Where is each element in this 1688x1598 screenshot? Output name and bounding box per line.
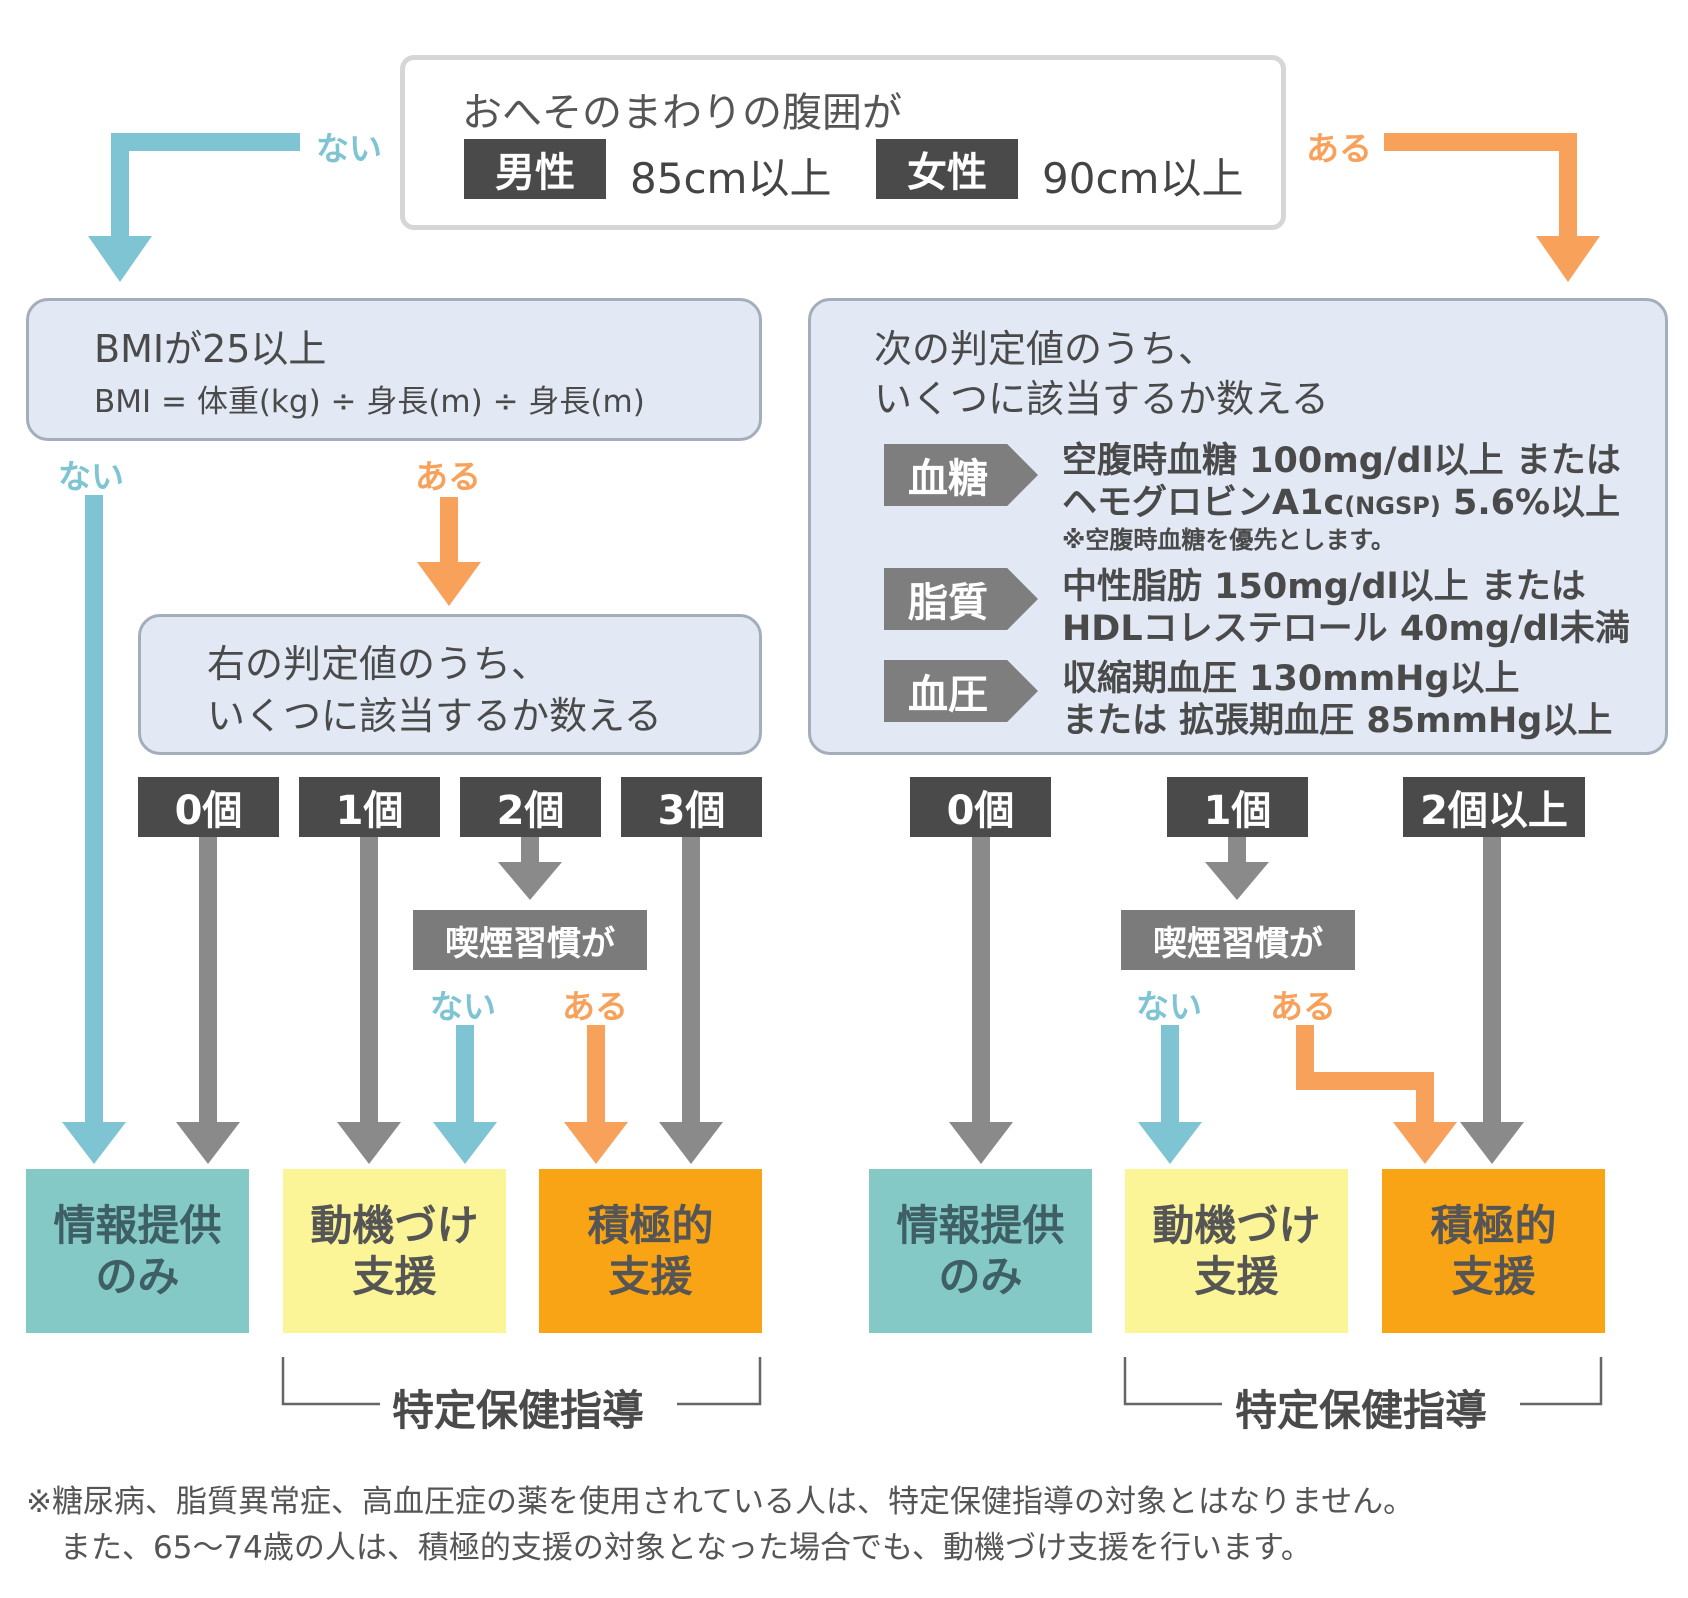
arrow-top-no — [111, 133, 300, 238]
male-tag: 男性 — [464, 139, 606, 199]
arrow-right-0-head — [949, 1122, 1013, 1164]
right-outcome-motivation: 動機づけ 支援 — [1125, 1169, 1348, 1333]
arrow-left-2-head — [498, 862, 562, 900]
bmi-yes-label: ある — [415, 457, 481, 496]
criteria-bp-line2: または 拡張期血圧 85mmHg以上 — [1062, 701, 1613, 741]
arrow-right-2plus-head — [1460, 1122, 1524, 1164]
arrow-bmi-no-head — [62, 1122, 126, 1164]
left-count-1: 1個 — [299, 777, 440, 837]
criteria-tag-glucose: 血糖 — [884, 444, 1038, 506]
left-count-line2: いくつに該当するか数える — [207, 694, 662, 738]
waist-title: おへそのまわりの腹囲が — [462, 90, 902, 136]
bracket-right — [1123, 1357, 1222, 1406]
criteria-glucose-line2-c: 5.6%以上 — [1440, 483, 1621, 523]
right-smoke-box: 喫煙習慣が — [1121, 910, 1355, 970]
outcome-motiv-line2: 支援 — [352, 1252, 437, 1301]
criteria-glucose-line1: 空腹時血糖 100mg/dl以上 または — [1062, 441, 1621, 481]
outcome-info-line2: のみ — [95, 1252, 180, 1301]
female-tag: 女性 — [876, 139, 1018, 199]
outcome-motiv-line1-right: 動機づけ — [1152, 1200, 1321, 1250]
female-value: 90cm以上 — [1042, 154, 1244, 203]
left-count-2: 2個 — [460, 777, 601, 837]
footnote-line2: また、65〜74歳の人は、積極的支援の対象となった場合でも、動機づけ支援を行いま… — [60, 1530, 1312, 1566]
male-value: 85cm以上 — [630, 154, 832, 203]
criteria-tag-lipid: 脂質 — [884, 568, 1038, 630]
top-yes-label: ある — [1306, 129, 1372, 168]
criteria-lipid-line1: 中性脂肪 150mg/dl以上 または — [1062, 567, 1586, 607]
criteria-tag-blood-pressure: 血圧 — [884, 660, 1038, 722]
outcome-info-line1: 情報提供 — [53, 1200, 222, 1250]
bmi-no-label: ない — [58, 457, 124, 496]
right-count-2plus: 2個以上 — [1403, 777, 1585, 837]
arrow-right-smoke-yes — [1296, 1025, 1434, 1125]
outcome-info-line1-right: 情報提供 — [896, 1200, 1065, 1250]
left-count-box — [138, 614, 762, 755]
arrow-right-1-head — [1205, 862, 1269, 900]
criteria-glucose-note: ※空腹時血糖を優先とします。 — [1062, 526, 1395, 554]
bmi-title: BMIが25以上 — [94, 327, 327, 371]
arrow-left-3-head — [659, 1122, 723, 1164]
right-count-line1: 次の判定値のうち、 — [874, 327, 1217, 371]
top-no-label: ない — [316, 129, 382, 168]
outcome-active-line2-right: 支援 — [1451, 1252, 1536, 1301]
arrow-right-smoke-yes-head — [1393, 1122, 1457, 1164]
arrow-top-yes-head — [1536, 236, 1600, 282]
arrow-left-0-head — [176, 1122, 240, 1164]
right-outcome-info-only: 情報提供 のみ — [869, 1169, 1092, 1333]
criteria-bp-line1: 収縮期血圧 130mmHg以上 — [1062, 659, 1520, 699]
left-count-0: 0個 — [138, 777, 279, 837]
right-count-1: 1個 — [1167, 777, 1308, 837]
right-count-0: 0個 — [910, 777, 1051, 837]
outcome-motiv-line2-right: 支援 — [1194, 1252, 1279, 1301]
bmi-box — [26, 298, 762, 441]
left-outcome-active: 積極的 支援 — [539, 1169, 762, 1333]
bracket-left-end — [677, 1357, 762, 1406]
footnote-line1: ※糖尿病、脂質異常症、高血圧症の薬を使用されている人は、特定保健指導の対象とはな… — [26, 1484, 1415, 1520]
left-outcome-info-only: 情報提供 のみ — [26, 1169, 249, 1333]
right-smoke-no-label: ない — [1136, 987, 1202, 1026]
arrow-top-yes — [1384, 133, 1577, 238]
bracket-left — [281, 1357, 380, 1406]
outcome-motiv-line1: 動機づけ — [310, 1200, 479, 1250]
criteria-glucose-line2-a: ヘモグロビンA1c — [1062, 483, 1345, 523]
arrow-left-smoke-yes-head — [564, 1122, 628, 1164]
right-count-line2: いくつに該当するか数える — [874, 377, 1329, 421]
arrow-bmi-yes-head — [417, 562, 481, 606]
arrow-left-smoke-no-head — [433, 1122, 497, 1164]
bmi-formula: BMI = 体重(kg) ÷ 身長(m) ÷ 身長(m) — [94, 384, 645, 420]
left-smoke-box: 喫煙習慣が — [413, 910, 647, 970]
outcome-active-line2: 支援 — [608, 1252, 693, 1301]
left-smoke-no-label: ない — [430, 987, 496, 1026]
right-smoke-yes-label: ある — [1270, 987, 1336, 1026]
arrow-left-1-head — [337, 1122, 401, 1164]
group-label-right: 特定保健指導 — [1235, 1386, 1488, 1435]
arrow-right-smoke-no-head — [1138, 1122, 1202, 1164]
outcome-active-line1: 積極的 — [587, 1200, 714, 1250]
left-count-line1: 右の判定値のうち、 — [207, 642, 550, 686]
group-label-left: 特定保健指導 — [392, 1386, 645, 1435]
left-outcome-motivation: 動機づけ 支援 — [283, 1169, 506, 1333]
left-smoke-yes-label: ある — [562, 987, 628, 1026]
outcome-active-line1-right: 積極的 — [1430, 1200, 1557, 1250]
left-count-3: 3個 — [621, 777, 762, 837]
criteria-glucose-line2-b: (NGSP) — [1344, 492, 1441, 520]
criteria-lipid-line2: HDLコレステロール 40mg/dl未満 — [1062, 609, 1630, 649]
right-outcome-active: 積極的 支援 — [1382, 1169, 1605, 1333]
criteria-glucose-line2: ヘモグロビンA1c(NGSP) 5.6%以上 — [1062, 474, 1620, 525]
outcome-info-line2-right: のみ — [938, 1252, 1023, 1301]
bracket-right-end — [1520, 1357, 1603, 1406]
arrow-top-no-head — [88, 236, 152, 282]
